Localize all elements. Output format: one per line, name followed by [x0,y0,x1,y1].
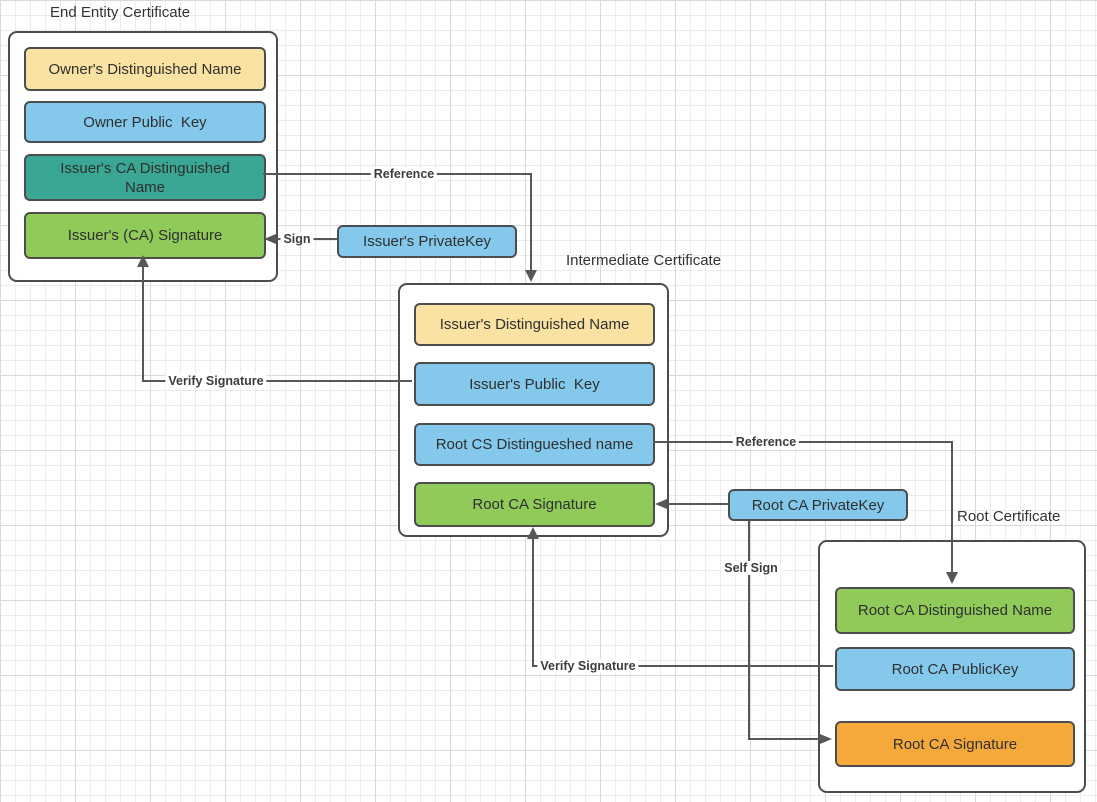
field-root-ca-publickey: Root CA PublicKey [835,647,1075,691]
field-root-ca-distinguished-name: Root CA Distinguished Name [835,587,1075,634]
edge-label-verify-signature-left: Verify Signature [165,374,267,388]
arrowhead-up-verify-bottom [527,527,539,539]
edge-label-self-sign: Self Sign [721,561,781,575]
connector-reference-top-v [530,173,532,272]
edge-label-verify-signature-bottom: Verify Signature [537,659,639,673]
root-ca-private-key-box: Root CA PrivateKey [728,489,908,521]
field-issuer-distinguished-name: Issuer's Distinguished Name [414,303,655,346]
connector-verify-bottom-v [532,529,534,667]
arrowhead-down-intermediate [525,270,537,282]
field-issuer-public-key: Issuer's Public Key [414,362,655,406]
field-root-cs-distingueshed-name: Root CS Distingueshed name [414,423,655,466]
root-certificate-title: Root Certificate [957,508,1061,525]
field-issuer-ca-signature: Issuer's (CA) Signature [24,212,266,259]
connector-verify-left-v [142,260,144,382]
field-root-ca-signature-root: Root CA Signature [835,721,1075,767]
field-owner-public-key: Owner Public Key [24,101,266,143]
connector-reference-right-h [653,441,953,443]
field-owner-distinguished-name: Owner's Distinguished Name [24,47,266,91]
connector-self-sign-v [748,520,750,740]
arrowhead-up-verify-left [137,255,149,267]
arrowhead-left-sign [264,234,276,244]
edge-label-sign: Sign [280,232,314,246]
connector-self-sign-h [748,738,821,740]
edge-label-reference-right: Reference [732,435,800,449]
end-entity-certificate-box: Owner's Distinguished Name Owner Public … [8,31,278,282]
connector-root-privatekey-h [657,503,728,505]
intermediate-certificate-box: Issuer's Distinguished Name Issuer's Pub… [398,283,669,537]
arrowhead-left-root-signature [655,499,667,509]
arrowhead-down-root [946,572,958,584]
arrowhead-right-self-sign [820,734,832,744]
connector-verify-bottom-h [532,665,833,667]
intermediate-certificate-title: Intermediate Certificate [566,252,722,269]
issuer-private-key-box: Issuer's PrivateKey [337,225,517,258]
field-issuer-ca-distinguished-name: Issuer's CA Distinguished Name [24,154,266,201]
connector-verify-left-h [142,380,412,382]
end-entity-certificate-title: End Entity Certificate [50,4,191,21]
edge-label-reference-top: Reference [370,167,438,181]
field-root-ca-signature-intermediate: Root CA Signature [414,482,655,527]
connector-reference-right-v [951,441,953,574]
